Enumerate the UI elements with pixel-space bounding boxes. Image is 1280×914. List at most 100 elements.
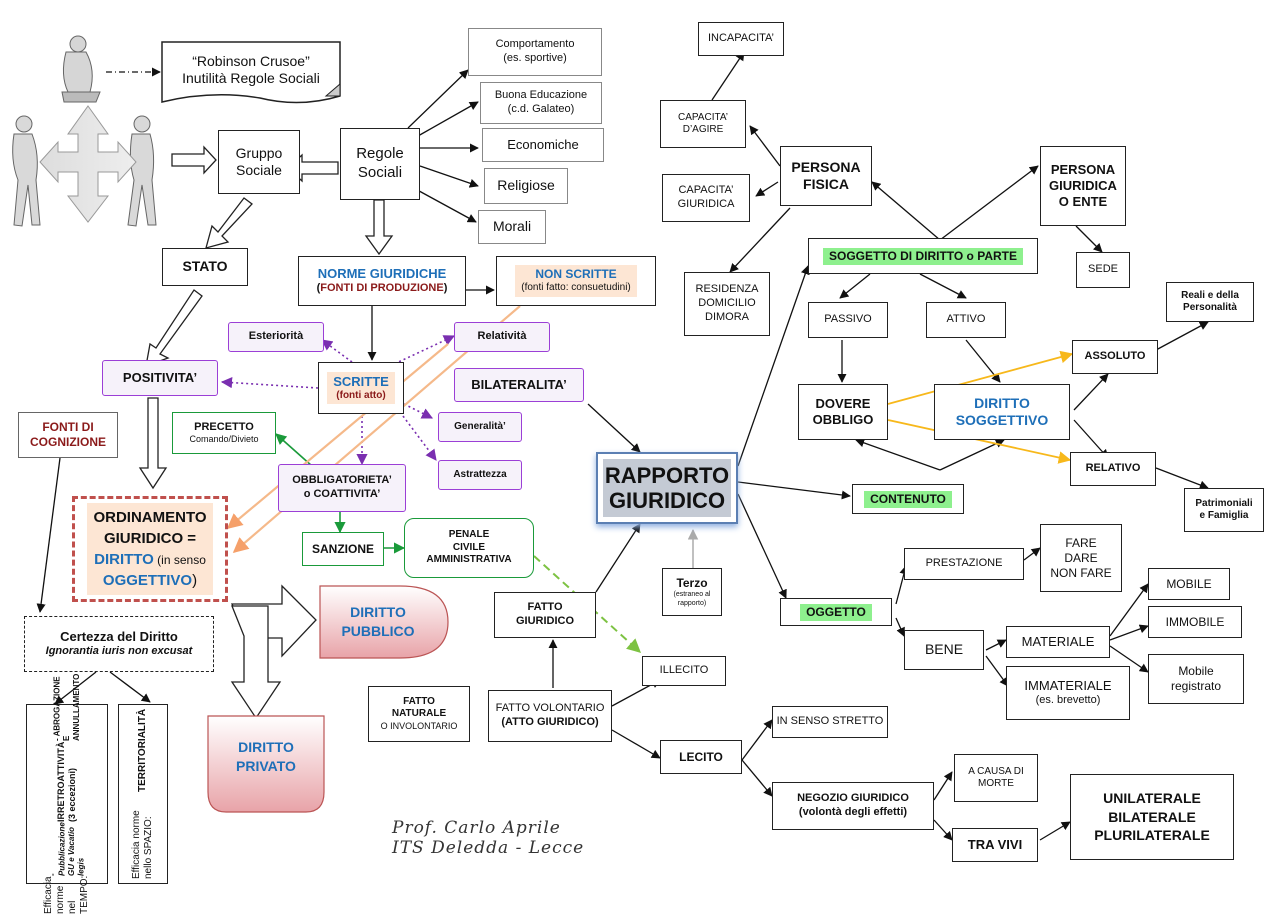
prestazione-box[interactable]: PRESTAZIONE xyxy=(904,548,1024,580)
patrimoniali-box[interactable]: Patrimoniali e Famiglia xyxy=(1184,488,1264,532)
positivita-box[interactable]: POSITIVITA’ xyxy=(102,360,218,396)
rapporto-giuridico-box[interactable]: RAPPORTO GIURIDICO xyxy=(596,452,738,524)
contenuto-box[interactable]: CONTENUTO xyxy=(852,484,964,514)
illecito-box[interactable]: ILLECITO xyxy=(642,656,726,686)
bilateralita-box[interactable]: BILATERALITA’ xyxy=(454,368,584,402)
robinson-crusoe-note: “Robinson Crusoe” Inutilità Regole Socia… xyxy=(162,44,340,96)
fatto-giuridico-line2: GIURIDICO xyxy=(515,615,575,627)
materiale-box[interactable]: MATERIALE xyxy=(1006,626,1110,658)
unilaterale-box[interactable]: UNILATERALE BILATERALE PLURILATERALE xyxy=(1070,774,1234,860)
sitting-man-sketch xyxy=(61,35,101,103)
oggetto-box[interactable]: OGGETTO xyxy=(780,598,892,626)
obbligatorieta-line2: o COATTIVITA’ xyxy=(303,488,381,500)
persona-fisica-line2: FISICA xyxy=(803,176,849,192)
diritto-soggettivo-box[interactable]: DIRITTO SOGGETTIVO xyxy=(934,384,1070,440)
persona-giuridica-line2: GIURIDICA xyxy=(1049,177,1117,193)
patrimoniali-line1: Patrimoniali xyxy=(1195,497,1253,509)
relativita-box[interactable]: Relatività xyxy=(454,322,550,352)
causa-morte-line1: A CAUSA DI xyxy=(968,765,1024,777)
obbligatorieta-box[interactable]: OBBLIGATORIETA’ o COATTIVITA’ xyxy=(278,464,406,512)
relativo-box[interactable]: RELATIVO xyxy=(1070,452,1156,486)
diritto-privato-label[interactable]: DIRITTO PRIVATO xyxy=(208,726,324,788)
tra-vivi-box[interactable]: TRA VIVI xyxy=(952,828,1038,862)
mobile-label: MOBILE xyxy=(1166,576,1212,591)
sede-box[interactable]: SEDE xyxy=(1076,252,1130,288)
certezza-diritto-box[interactable]: Certezza del Diritto Ignorantia iuris no… xyxy=(24,616,214,672)
soggetto-label: SOGGETTO DI DIRITTO o PARTE xyxy=(822,247,1023,265)
spazio-line1: Efficacia norme nello SPAZIO: xyxy=(131,810,154,879)
mobile-registrato-line2: registrato xyxy=(1170,679,1222,693)
tempo-line1: Efficacia norme nel TEMPO: xyxy=(43,875,90,914)
efficacia-tempo-box[interactable]: Efficacia norme nel TEMPO: - Pubblicazio… xyxy=(26,674,108,914)
gruppo-sociale-box[interactable]: Gruppo Sociale xyxy=(218,130,300,194)
diritto-pubblico-label[interactable]: DIRITTO PUBBLICO xyxy=(320,586,436,658)
assoluto-box[interactable]: ASSOLUTO xyxy=(1072,340,1158,374)
residenza-box[interactable]: RESIDENZA DOMICILIO DIMORA xyxy=(684,272,770,336)
economiche-box[interactable]: Economiche xyxy=(482,128,604,162)
immobile-box[interactable]: IMMOBILE xyxy=(1148,606,1242,638)
immateriale-box[interactable]: IMMATERIALE (es. brevetto) xyxy=(1006,666,1130,720)
religiose-label: Religiose xyxy=(497,177,555,194)
attivo-box[interactable]: ATTIVO xyxy=(926,302,1006,338)
illecito-label: ILLECITO xyxy=(659,664,709,677)
purple-dotted-arrows xyxy=(220,335,456,466)
fatto-naturale-line3: O INVOLONTARIO xyxy=(380,720,458,731)
capacita-giuridica-box[interactable]: CAPACITA’ GIURIDICA xyxy=(662,174,750,222)
fatto-volontario-box[interactable]: FATTO VOLONTARIO (ATTO GIURIDICO) xyxy=(488,690,612,742)
norme-giuridiche-box[interactable]: NORME GIURIDICHE (FONTI DI PRODUZIONE) xyxy=(298,256,466,306)
persona-fisica-box[interactable]: PERSONA FISICA xyxy=(780,146,872,206)
soggetto-diritto-box[interactable]: SOGGETTO DI DIRITTO o PARTE xyxy=(808,238,1038,274)
persona-giuridica-box[interactable]: PERSONA GIURIDICA O ENTE xyxy=(1040,146,1126,226)
ordinamento-line1: ORDINAMENTO xyxy=(93,509,207,526)
economiche-label: Economiche xyxy=(507,136,579,152)
terzo-box[interactable]: Terzo (estraneo al rapporto) xyxy=(662,568,722,616)
senso-stretto-box[interactable]: IN SENSO STRETTO xyxy=(772,706,888,738)
assoluto-label: ASSOLUTO xyxy=(1084,350,1146,363)
religiose-box[interactable]: Religiose xyxy=(484,168,568,204)
lecito-box[interactable]: LECITO xyxy=(660,740,742,774)
negozio-giuridico-box[interactable]: NEGOZIO GIURIDICO (volontà degli effetti… xyxy=(772,782,934,830)
penale-civile-box[interactable]: PENALE CIVILE AMMINISTRATIVA xyxy=(404,518,534,578)
fare-dare-box[interactable]: FARE DARE NON FARE xyxy=(1040,524,1122,592)
causa-morte-box[interactable]: A CAUSA DI MORTE xyxy=(954,754,1038,802)
incapacita-box[interactable]: INCAPACITA’ xyxy=(698,22,784,56)
attivo-label: ATTIVO xyxy=(946,313,986,326)
regole-sociali-box[interactable]: Regole Sociali xyxy=(340,128,420,200)
cross-arrow-shape xyxy=(39,105,137,223)
fatto-giuridico-box[interactable]: FATTO GIURIDICO xyxy=(494,592,596,638)
stato-box[interactable]: STATO xyxy=(162,248,248,286)
generalita-box[interactable]: Generalità’ xyxy=(438,412,522,442)
standing-man-sketch-left xyxy=(12,115,41,227)
black-arrows xyxy=(36,51,1209,841)
buona-educazione-box[interactable]: Buona Educazione (c.d. Galateo) xyxy=(480,82,602,124)
sanzione-box[interactable]: SANZIONE xyxy=(302,532,384,566)
precetto-box[interactable]: PRECETTO Comando/Divieto xyxy=(172,412,276,454)
reali-personalita-box[interactable]: Reali e della Personalità xyxy=(1166,282,1254,322)
mobile-registrato-line1: Mobile xyxy=(1178,664,1214,678)
fatto-naturale-box[interactable]: FATTO NATURALE O INVOLONTARIO xyxy=(368,686,470,742)
efficacia-spazio-box[interactable]: Efficacia norme nello SPAZIO: TERRITORIA… xyxy=(118,704,168,884)
robinson-document-shape xyxy=(161,41,341,104)
senso-stretto-label: IN SENSO STRETTO xyxy=(776,715,884,728)
penale-line1: PENALE xyxy=(448,529,490,541)
fonti-cognizione-box[interactable]: FONTI DI COGNIZIONE xyxy=(18,412,118,458)
dovere-obbligo-box[interactable]: DOVERE OBBLIGO xyxy=(798,384,888,440)
penale-line3: AMMINISTRATIVA xyxy=(426,554,512,566)
buona-line1: Buona Educazione xyxy=(494,89,588,102)
non-scritte-box[interactable]: NON SCRITTE (fonti fatto: consuetudini) xyxy=(496,256,656,306)
ordinamento-diritto: DIRITTO xyxy=(94,551,154,568)
passivo-label: PASSIVO xyxy=(824,313,872,326)
morali-box[interactable]: Morali xyxy=(478,210,546,244)
mobile-registrato-box[interactable]: Mobile registrato xyxy=(1148,654,1244,704)
patrimoniali-line2: e Famiglia xyxy=(1199,510,1249,521)
esteriorita-box[interactable]: Esteriorità xyxy=(228,322,324,352)
ordinamento-giuridico-box[interactable]: ORDINAMENTO GIURIDICO = DIRITTO (in sens… xyxy=(72,496,228,602)
capacita-agire-box[interactable]: CAPACITA’ D’AGIRE xyxy=(660,100,746,148)
passivo-box[interactable]: PASSIVO xyxy=(808,302,888,338)
scritte-box[interactable]: SCRITTE (fonti atto) xyxy=(318,362,404,414)
bene-box[interactable]: BENE xyxy=(904,630,984,670)
comportamento-box[interactable]: Comportamento (es. sportive) xyxy=(468,28,602,76)
mobile-box[interactable]: MOBILE xyxy=(1148,568,1230,600)
astrattezza-box[interactable]: Astrattezza xyxy=(438,460,522,490)
